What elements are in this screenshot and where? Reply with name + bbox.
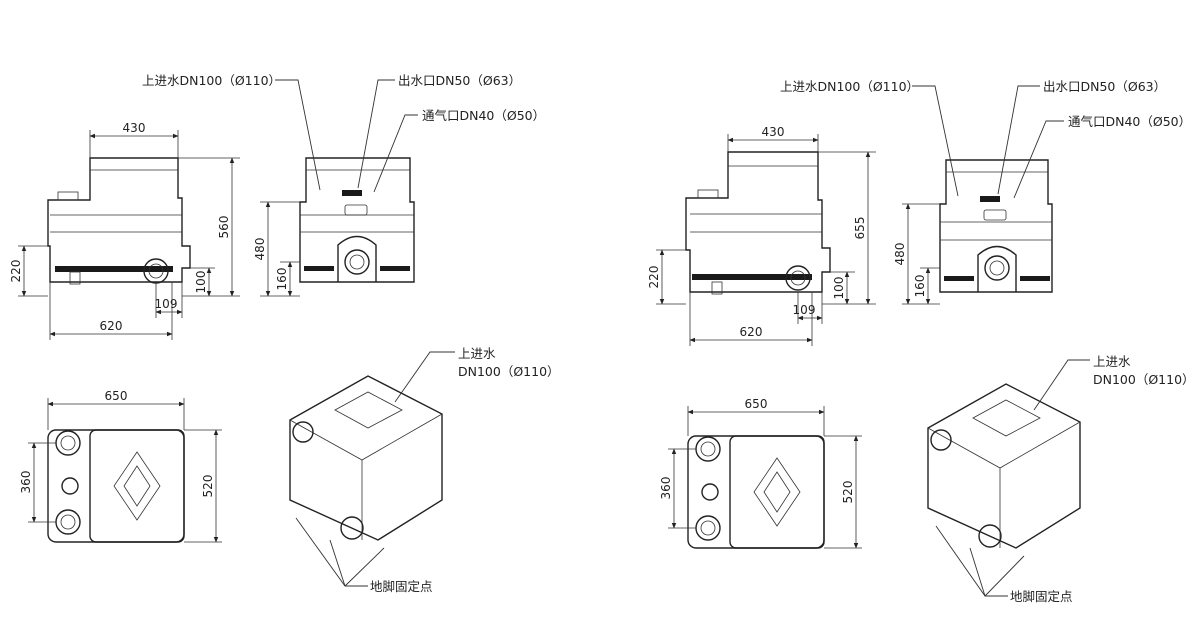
- iso-label-inlet-2: DN100（Ø110）: [458, 364, 560, 379]
- side-view: 430 560 620 220 100 109: [9, 121, 240, 340]
- front-view: 480 160 上进水DN100（Ø110） 出水口DN50（Ø63） 通气口D…: [142, 73, 545, 297]
- label-outlet: 出水口DN50（Ø63）: [398, 73, 521, 88]
- dim-side-base: 620: [100, 319, 123, 333]
- top-view: 650 520 360: [19, 389, 222, 543]
- dim-side-outlet-offset: 109: [155, 297, 178, 311]
- iso-label-inlet-2: DN100（Ø110）: [1093, 372, 1195, 387]
- dim-top-width: 650: [105, 389, 128, 403]
- dim-side-width: 430: [123, 121, 146, 135]
- isometric-view: 上进水 DN100（Ø110） 地脚固定点: [927, 354, 1195, 604]
- dim-top-inlet-spacing: 360: [659, 477, 673, 500]
- dim-side-outlet-offset: 109: [793, 303, 816, 317]
- dim-top-depth: 520: [841, 481, 855, 504]
- label-vent: 通气口DN40（Ø50）: [1068, 114, 1191, 129]
- dim-side-base: 620: [740, 325, 763, 339]
- isometric-view: 上进水 DN100（Ø110） 地脚固定点: [289, 346, 560, 594]
- dim-side-inlet-height: 220: [647, 266, 661, 289]
- variant-left: 430 560 620 220 100 109: [9, 73, 560, 594]
- top-view: 650 520 360: [659, 397, 862, 549]
- dim-front-height: 480: [253, 238, 267, 261]
- label-inlet: 上进水DN100（Ø110）: [780, 79, 919, 94]
- dim-front-height: 480: [893, 243, 907, 266]
- dim-top-inlet-spacing: 360: [19, 471, 33, 494]
- dim-side-height: 560: [217, 216, 231, 239]
- dim-side-outlet-height: 100: [832, 277, 846, 300]
- label-feet: 地脚固定点: [1010, 589, 1073, 604]
- dim-top-width: 650: [745, 397, 768, 411]
- iso-label-inlet-1: 上进水: [1093, 354, 1131, 369]
- iso-label-inlet-1: 上进水: [458, 346, 496, 361]
- label-outlet: 出水口DN50（Ø63）: [1043, 79, 1166, 94]
- front-view: 480 160 上进水DN100（Ø110） 出水口DN50（Ø63） 通气口D…: [780, 79, 1191, 305]
- label-vent: 通气口DN40（Ø50）: [422, 108, 545, 123]
- side-view: 430 655 620 220 100 109: [647, 125, 876, 346]
- dim-side-height: 655: [853, 217, 867, 240]
- label-inlet: 上进水DN100（Ø110）: [142, 73, 281, 88]
- dim-front-inlet-height: 160: [275, 268, 289, 291]
- dim-front-inlet-height: 160: [913, 275, 927, 298]
- dim-side-outlet-height: 100: [194, 271, 208, 294]
- dim-top-depth: 520: [201, 475, 215, 498]
- dim-side-inlet-height: 220: [9, 260, 23, 283]
- variant-right: 430 655 620 220 100 109: [647, 79, 1195, 604]
- dim-side-width: 430: [762, 125, 785, 139]
- label-feet: 地脚固定点: [370, 579, 433, 594]
